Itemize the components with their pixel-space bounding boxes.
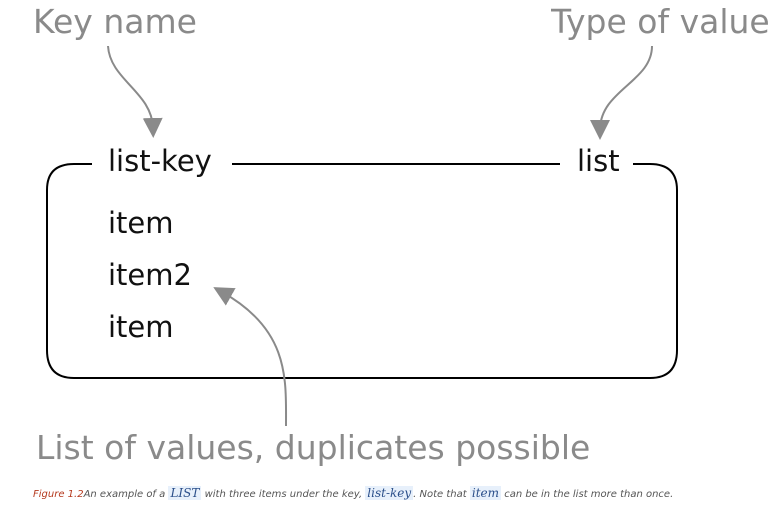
type-text: list xyxy=(577,144,620,178)
caption-list-word: LIST xyxy=(168,486,202,500)
box-outline xyxy=(46,163,678,379)
arrow-list-of-values xyxy=(213,287,288,427)
list-key-text: list-key xyxy=(108,144,212,178)
figure-caption: Figure 1.2An example of a LIST with thre… xyxy=(33,486,673,500)
list-item: item2 xyxy=(108,258,192,292)
arrow-key-name xyxy=(107,45,163,138)
caption-text-d: can be in the list more than once. xyxy=(501,489,674,500)
list-item: item xyxy=(108,206,174,240)
list-item: item xyxy=(108,310,174,344)
figure-label: Figure 1.2 xyxy=(33,489,84,500)
list-of-values-label: List of values, duplicates possible xyxy=(36,428,591,467)
arrow-type-of-value xyxy=(590,45,653,140)
caption-key-ref: list-key xyxy=(365,486,414,500)
key-name-label: Key name xyxy=(33,2,197,41)
caption-text-a: An example of a xyxy=(83,489,169,500)
caption-text-c: . Note that xyxy=(413,489,470,500)
caption-item-ref: item xyxy=(469,486,502,500)
caption-text-b: with three items under the key, xyxy=(201,489,366,500)
type-of-value-label: Type of value xyxy=(551,2,770,41)
